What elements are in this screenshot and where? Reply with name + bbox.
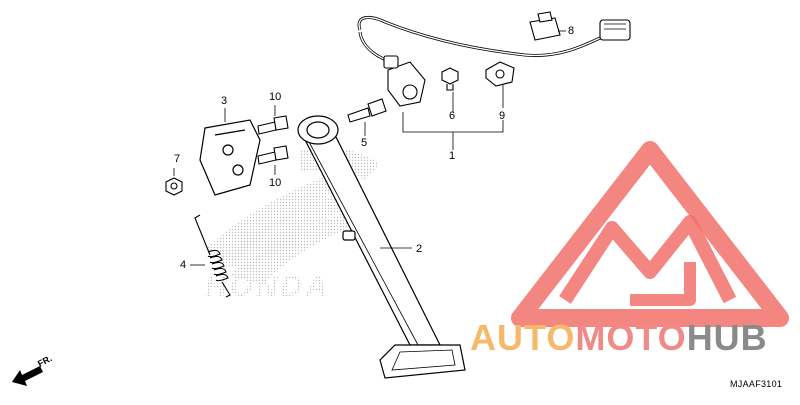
wire-clip <box>485 61 515 87</box>
watermark-text: AUTOMOTOHUB <box>470 318 768 358</box>
callout-7: 7 <box>174 153 181 165</box>
stand-bracket <box>199 119 261 196</box>
front-direction-arrow <box>12 366 43 386</box>
nut <box>165 177 183 196</box>
callout-4: 4 <box>180 259 187 271</box>
stand-spring <box>194 214 231 298</box>
callout-10-upper: 10 <box>269 91 282 103</box>
switch-bolt <box>441 67 459 91</box>
watermark-hub: HUB <box>686 317 768 358</box>
callout-5: 5 <box>361 137 368 149</box>
stand-bolt <box>347 98 387 123</box>
callout-3: 3 <box>221 95 228 107</box>
callout-1: 1 <box>449 150 456 162</box>
side-stand-switch <box>357 16 631 107</box>
wire-clamp <box>529 11 561 41</box>
callout-2: 2 <box>416 243 423 255</box>
leader-lines <box>173 30 566 266</box>
diagram-code: MJAAF3101 <box>730 379 783 389</box>
watermark-triangle-logo <box>511 141 789 327</box>
side-stand <box>297 115 466 379</box>
bracket-bolts <box>257 115 289 165</box>
watermark-moto: MOTO <box>575 317 687 358</box>
callout-6: 6 <box>449 110 456 122</box>
watermark-auto: AUTO <box>470 317 576 358</box>
callout-9: 9 <box>499 110 506 122</box>
callout-8: 8 <box>568 25 575 37</box>
callout-10-lower: 10 <box>269 177 282 189</box>
